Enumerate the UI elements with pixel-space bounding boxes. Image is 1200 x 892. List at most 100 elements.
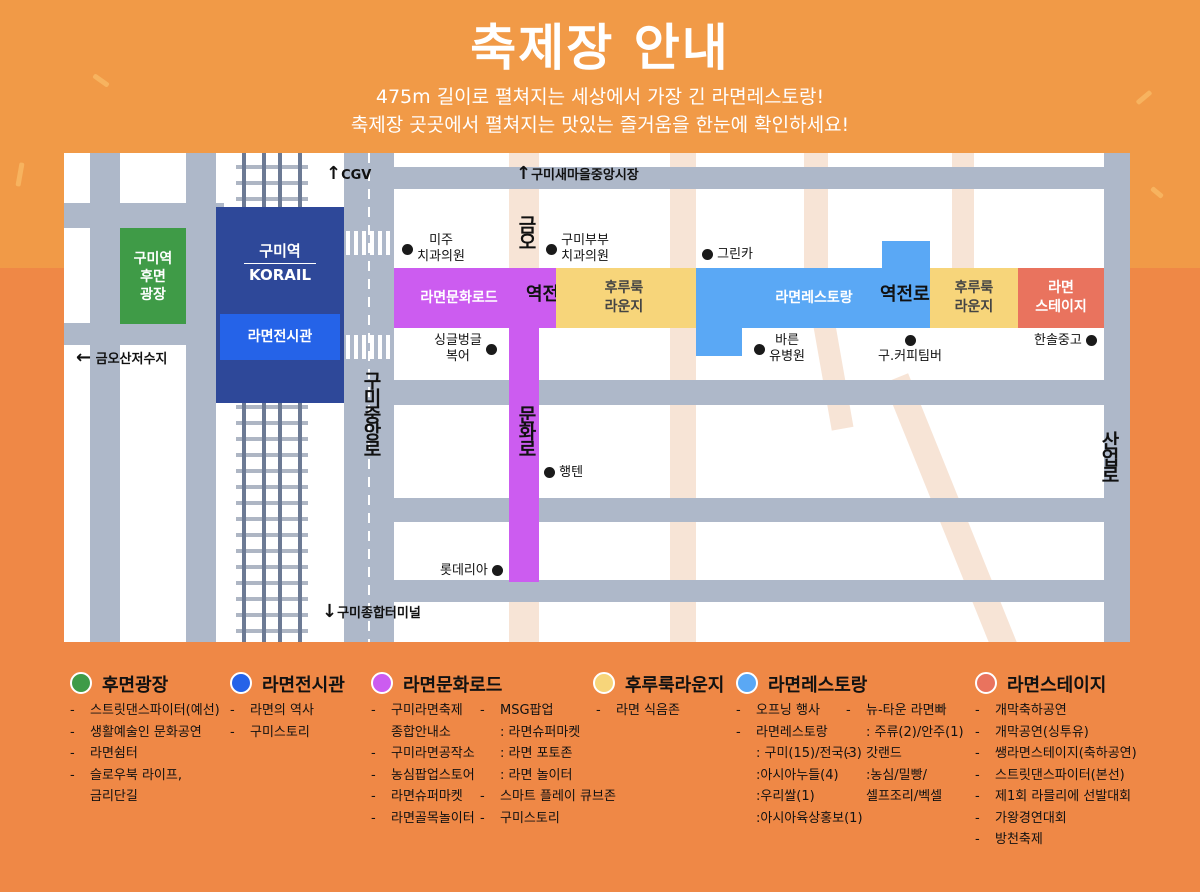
restaurant-zone[interactable]: [696, 268, 930, 328]
location-dot-icon: [491, 565, 503, 576]
list-item: 스트릿댄스파이터(예선): [70, 700, 220, 722]
ramen-hall-label: 라면전시관: [247, 329, 313, 345]
legend-list-stage: 개막축하공연 개막공연(싱투유) 쌩라면스테이지(축하공연) 스트릿댄스파이터(…: [975, 700, 1137, 851]
list-item: 생활예술인 문화공연: [70, 722, 220, 744]
legend-list-back-plaza: 스트릿댄스파이터(예선) 생활예술인 문화공연 라면쉼터 슬로우북 라이프, 금…: [70, 700, 220, 808]
list-item: 뉴-타운 라면빠 : 주류(2)/안주(1): [846, 700, 964, 743]
station-road-segment: [524, 268, 556, 328]
restaurant-label: 라면레스토랑: [775, 290, 853, 306]
road-centerline: [368, 153, 370, 642]
culture-road-label: 라면문화로드: [420, 290, 498, 306]
page-title: 축제장 안내: [470, 19, 730, 77]
list-item: 개막축하공연: [975, 700, 1137, 722]
road: [90, 153, 120, 642]
legend-list-ramen-hall: 라면의 역사 구미스토리: [230, 700, 314, 743]
location-dot-icon: [702, 249, 713, 260]
list-item: 개막공연(싱투유): [975, 722, 1137, 744]
back-plaza-label: 구미역 후면 광장: [133, 251, 173, 303]
lounge-1-label: 후루룩 라운지: [604, 280, 644, 315]
subtitle-line-2: 축제장 곳곳에서 펼쳐지는 맛있는 즐거움을 한눈에 확인하세요!: [350, 114, 850, 136]
back-plaza[interactable]: [120, 228, 186, 324]
legend-list-culture-road-2: MSG팝업 : 라면슈퍼마켓 : 라면 포토존 : 라면 놀이터 스마트 플레이…: [480, 700, 616, 829]
gumi-jungang-road-label: 구미중앙로: [360, 371, 382, 456]
legend-back-plaza[interactable]: 후면광장: [70, 671, 168, 697]
station-name: 구미역: [259, 242, 301, 260]
legend-list-lounge: 라면 식음존: [596, 700, 680, 722]
confetti-decoration: [1150, 186, 1164, 199]
lounge-zone-1[interactable]: [556, 268, 696, 328]
location-dot-icon: [546, 243, 557, 255]
place-gumi-bubu: 구미부부 치과의원: [546, 233, 609, 265]
crosswalk: [346, 231, 394, 255]
legend-stage[interactable]: 라면스테이지: [975, 671, 1106, 697]
north-road-label: 금오: [515, 215, 537, 249]
list-item: 갓랜드 :농심/밀빵/ 셀프조리/벡셀: [846, 743, 964, 808]
arrow-down-icon: ↓: [322, 601, 338, 622]
legend-list-restaurant: 오프닝 행사 라면레스토랑 : 구미(15)/전국(3) :아시아누들(4) :…: [736, 700, 863, 829]
road: [394, 580, 1130, 602]
subtitle-line-1: 475m 길이로 펼쳐지는 세상에서 가장 긴 라면레스토랑!: [375, 86, 825, 108]
station-divider: [244, 263, 316, 264]
list-item: 쌩라면스테이지(축하공연): [975, 743, 1137, 765]
list-item: 슬로우북 라이프, 금리단길: [70, 765, 220, 808]
lounge-zone-2[interactable]: [930, 268, 1018, 328]
location-dot-icon: [754, 343, 765, 355]
legend-lounge[interactable]: 후루룩라운지: [593, 671, 724, 697]
list-item: 라면슈퍼마켓: [371, 786, 475, 808]
place-bareun: 바른 유병원: [754, 333, 805, 365]
location-dot-icon: [1085, 335, 1097, 346]
gumi-station[interactable]: [216, 207, 344, 403]
place-hansol: 한솔중고: [1034, 333, 1097, 349]
road: [394, 498, 1130, 522]
list-item: 제1회 라믈리에 선발대회: [975, 786, 1137, 808]
list-item: 라면쉼터: [70, 743, 220, 765]
arrow-up-icon: ↑: [326, 163, 342, 184]
confetti-decoration: [15, 162, 25, 187]
munhwa-road-label: 문화로: [515, 405, 537, 456]
purple-dot-icon: [371, 672, 393, 694]
stage-zone[interactable]: [1018, 268, 1104, 328]
place-single: 싱글벙글 복어: [434, 333, 497, 365]
place-lotteria: 롯데리아: [440, 563, 503, 579]
list-item: 오프닝 행사: [736, 700, 863, 722]
list-item: 스마트 플레이 큐브존: [480, 786, 616, 808]
list-item: 구미스토리: [230, 722, 314, 744]
culture-road-vertical[interactable]: [509, 328, 539, 582]
korail-label: KORAIL: [249, 266, 311, 284]
restaurant-zone-ext: [696, 328, 742, 356]
lounge-2-label: 후루룩 라운지: [954, 280, 994, 315]
road: [186, 153, 216, 642]
legend-restaurant[interactable]: 라면레스토랑: [736, 671, 867, 697]
place-hangten: 행텐: [544, 465, 583, 481]
blue-dot-icon: [230, 672, 252, 694]
location-dot-icon: [904, 335, 916, 346]
legend-ramen-hall[interactable]: 라면전시관: [230, 671, 345, 697]
crosswalk: [346, 335, 394, 359]
list-item: 구미스토리: [480, 808, 616, 830]
legend-culture-road[interactable]: 라면문화로드: [371, 671, 502, 697]
ramen-hall[interactable]: [220, 314, 340, 360]
cgv-direction[interactable]: ↑CGV: [326, 163, 372, 184]
reservoir-direction[interactable]: ← 금오산저수지: [76, 347, 168, 368]
festival-map: 구미역 KORAIL 라면전시관 구미역 후면 광장 라면문화로드 역전로 후루…: [64, 153, 1130, 642]
list-item: 구미라면공작소: [371, 743, 475, 765]
location-dot-icon: [544, 467, 555, 478]
restaurant-zone-ext: [882, 241, 930, 269]
list-item: 가왕경연대회: [975, 808, 1137, 830]
legend-list-restaurant-2: 뉴-타운 라면빠 : 주류(2)/안주(1) 갓랜드 :농심/밀빵/ 셀프조리/…: [846, 700, 964, 808]
location-dot-icon: [402, 243, 413, 255]
yellow-dot-icon: [593, 672, 615, 694]
arrow-left-icon: ←: [76, 347, 92, 368]
sanup-road-label: 산업로: [1098, 431, 1120, 482]
list-item: MSG팝업 : 라면슈퍼마켓 : 라면 포토존 : 라면 놀이터: [480, 700, 616, 786]
road: [1104, 153, 1130, 642]
place-coffee: 구.커피팀버: [870, 333, 950, 365]
coral-dot-icon: [975, 672, 997, 694]
list-item: 농심팝업스토어: [371, 765, 475, 787]
list-item: 방천축제: [975, 829, 1137, 851]
station-road-label-2: 역전로: [880, 284, 930, 305]
market-direction[interactable]: ↑구미새마을중앙시장: [516, 163, 639, 184]
road: [394, 167, 1130, 189]
terminal-direction[interactable]: ↓구미종합터미널: [322, 601, 421, 622]
place-miju: 미주 치과의원: [402, 233, 465, 265]
